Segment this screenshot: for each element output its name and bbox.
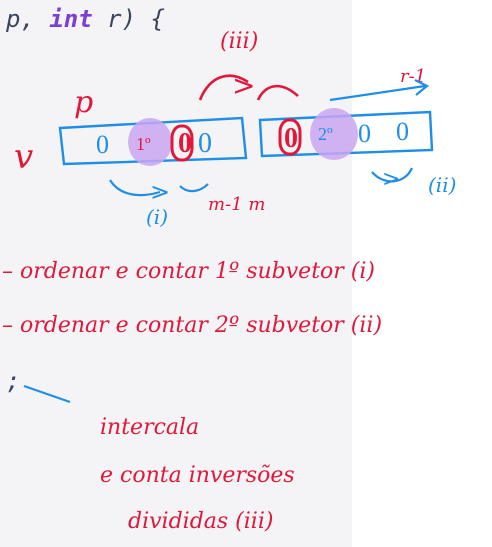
left-under-arc-2: [179, 183, 209, 193]
compare-arc-left: [198, 74, 249, 101]
greater-than-top: >: [232, 69, 255, 102]
right-cell-red-ring: [278, 118, 302, 156]
bullet-sort-first: – ordenar e contar 1º subvetor (i): [2, 259, 375, 284]
greater-than-right: >: [382, 167, 400, 192]
right-cell-1: 2º: [318, 124, 333, 144]
left-cell-1: 1º: [136, 134, 151, 154]
p-label: p: [74, 85, 93, 120]
bullet-sort-second: – ordenar e contar 2º subvetor (ii): [2, 313, 382, 338]
greater-than-left: >: [150, 178, 170, 206]
step-iii-label-top: (iii): [220, 29, 258, 54]
highlight-left-circle: [128, 118, 172, 166]
interleave-line-3: divididas (iii): [128, 509, 273, 534]
left-subvector-box: [58, 116, 248, 166]
right-cell-3: 0: [396, 117, 409, 146]
interleave-line-2: e conta inversões: [100, 463, 295, 488]
right-subvector-box: [258, 110, 434, 158]
step-i-label: (i): [146, 205, 168, 229]
m-label: m-1 m: [208, 194, 265, 215]
code-signature-line: p, int r) {: [6, 0, 165, 38]
interleave-line-1: intercala: [100, 415, 199, 440]
left-cell-red-ring: [170, 124, 194, 162]
highlight-right-circle: [310, 108, 358, 160]
code-semicolon: ;: [6, 367, 21, 395]
compare-arc-right: [256, 84, 299, 101]
left-cell-0: 0: [96, 130, 109, 159]
left-under-arc: [109, 179, 161, 197]
right-cell-0: 0: [284, 123, 298, 154]
code-param-r: r) {: [107, 5, 165, 33]
r-arrow-line: [329, 84, 426, 102]
right-cell-2: 0: [358, 119, 371, 148]
code-keyword-int: int: [49, 5, 93, 33]
v-label: v: [14, 137, 33, 177]
right-under-arc: [371, 167, 414, 183]
merge-arrow: [23, 384, 71, 404]
step-ii-label: (ii): [428, 173, 456, 197]
code-param-p: p,: [6, 5, 35, 33]
left-cell-2: 0: [178, 128, 192, 159]
r-arrow-head: [414, 79, 430, 96]
left-cell-3: 0: [198, 128, 212, 159]
